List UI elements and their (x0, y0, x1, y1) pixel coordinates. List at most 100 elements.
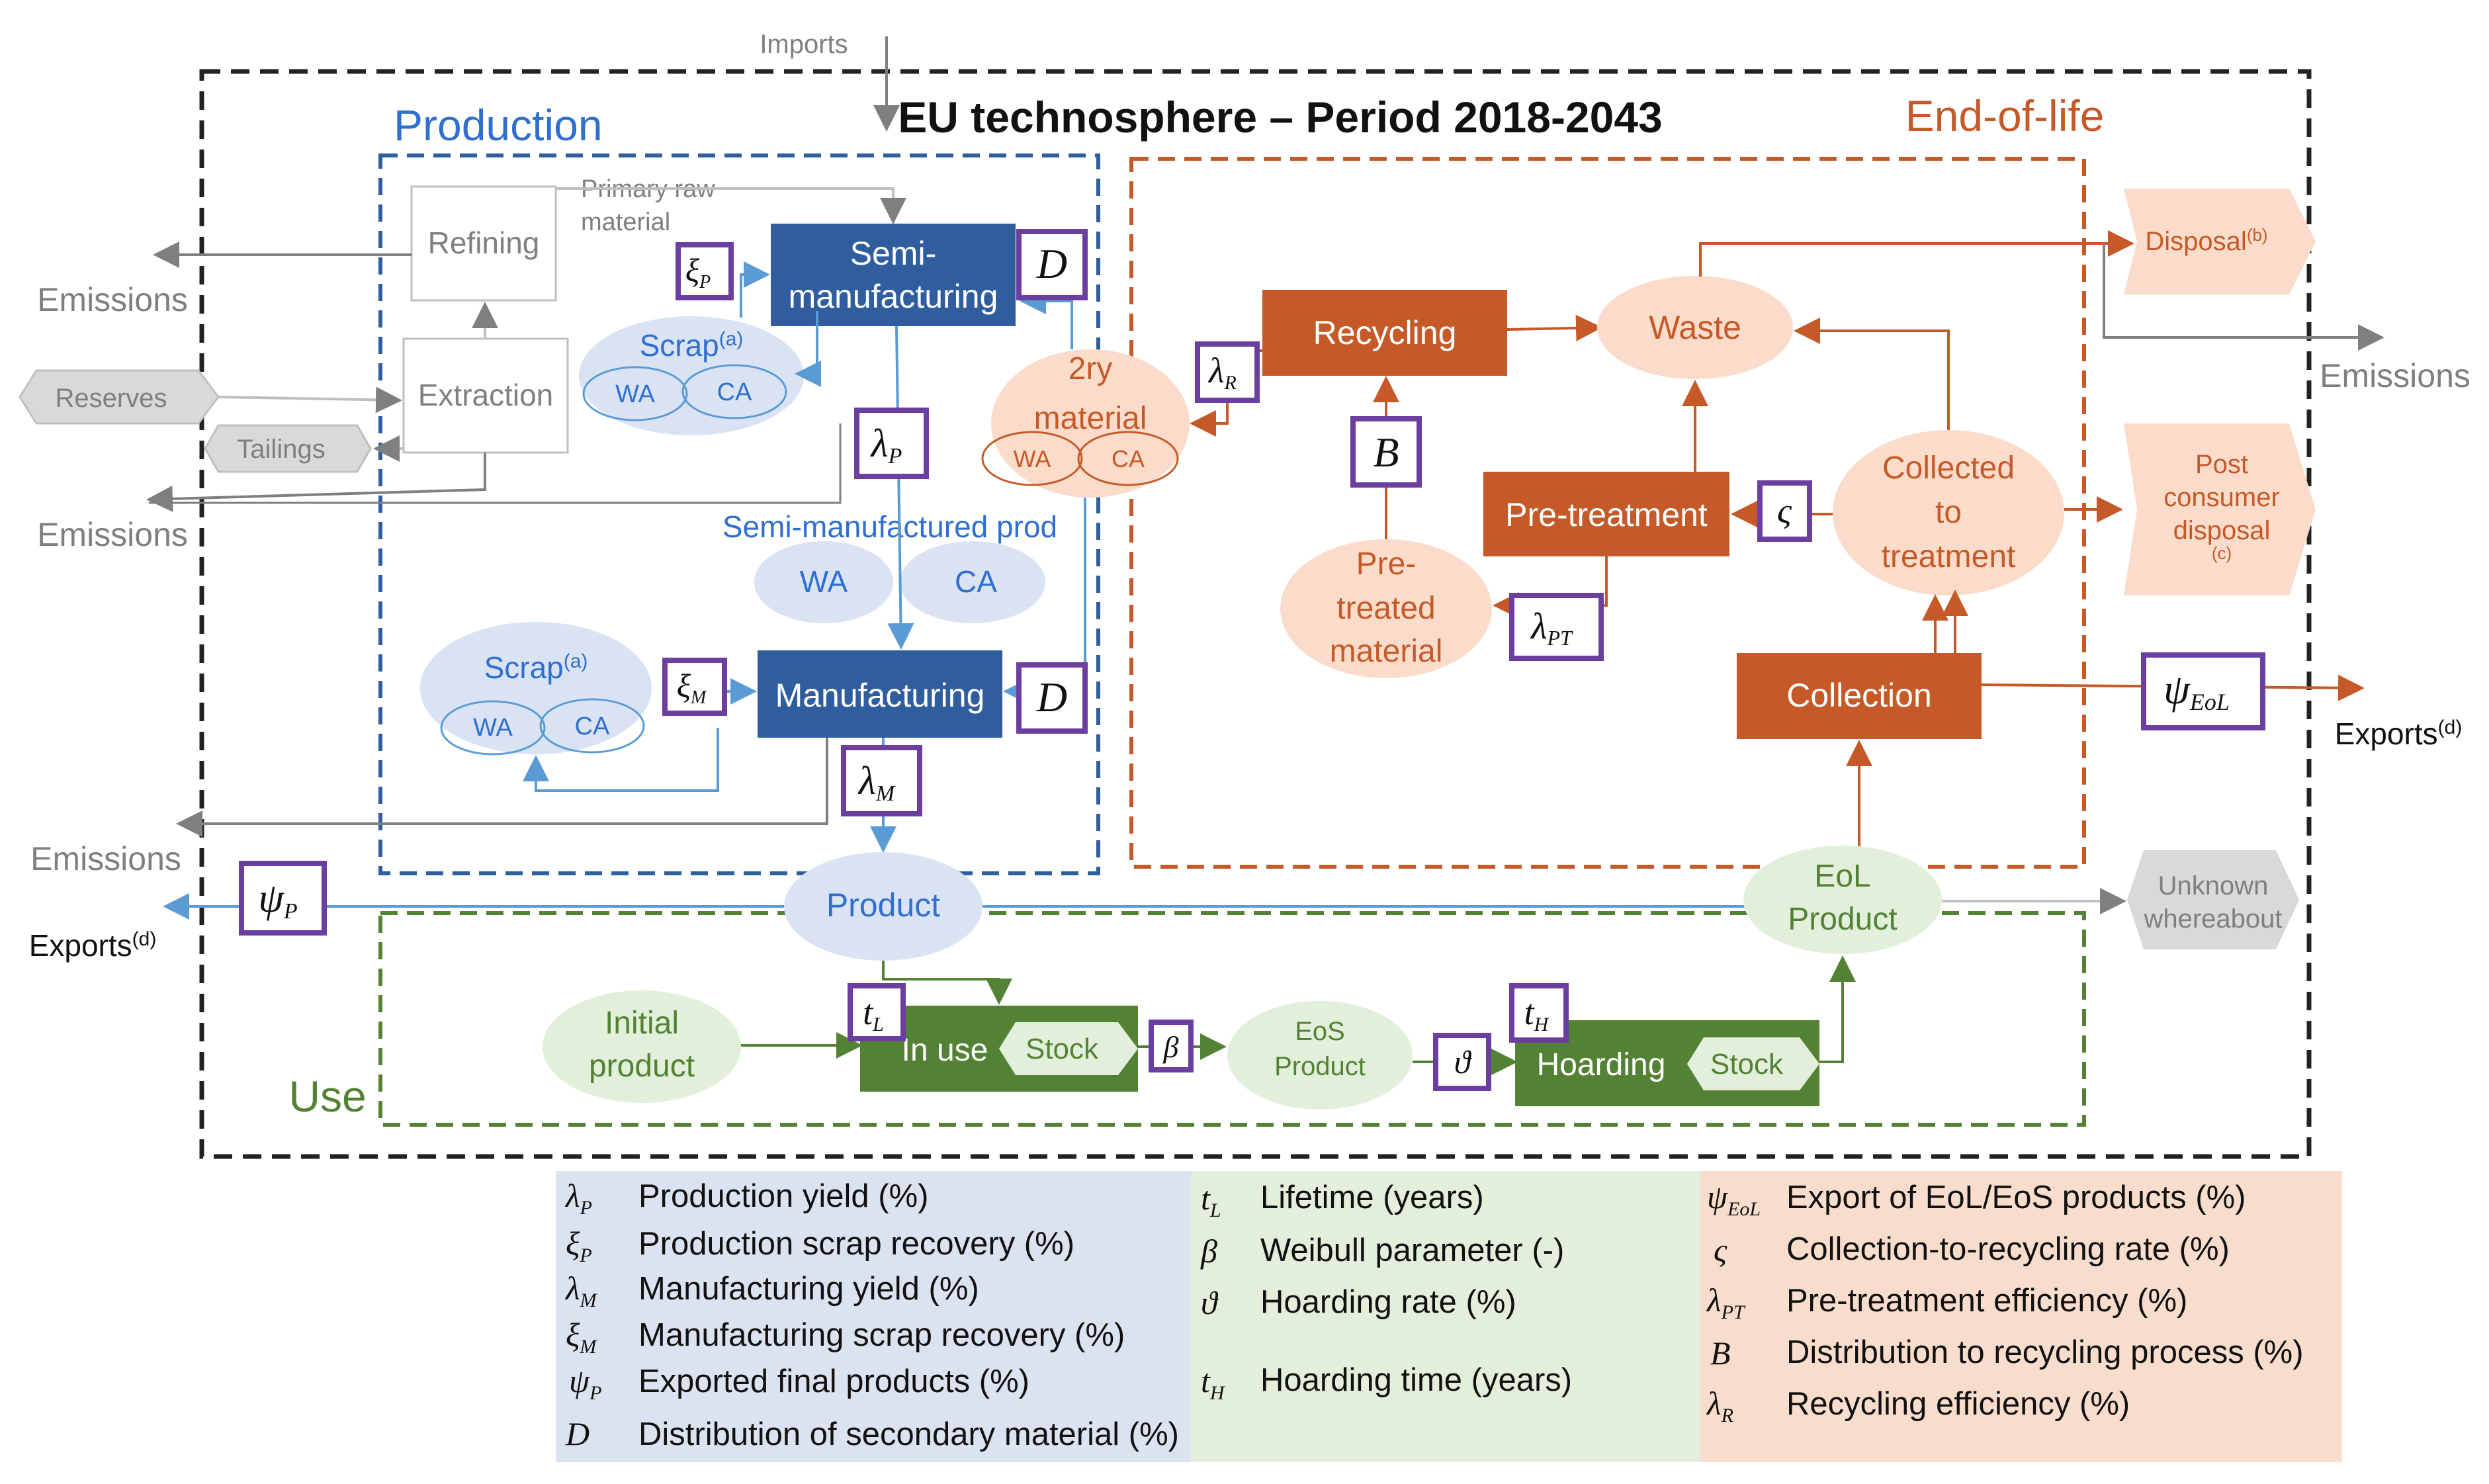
collected-label-3: treatment (1882, 539, 2016, 574)
post-consumer-disposal-shape (2124, 423, 2316, 595)
legend-sym-sigma: ς (1714, 1231, 1727, 1268)
param-lambda-p: λP (854, 408, 929, 479)
pretreatment-label: Pre-treatment (1505, 496, 1708, 533)
secondary-wa-label: WA (1014, 445, 1051, 472)
product-label: Product (826, 887, 940, 924)
legend-text-b: Distribution to recycling process (%) (1786, 1334, 2304, 1370)
legend-sym-lambda-m: λM (566, 1270, 597, 1311)
legend-eol (1700, 1171, 2342, 1462)
legend-text-lambda-pt: Pre-treatment efficiency (%) (1786, 1283, 2188, 1319)
legend-text-t-l: Lifetime (years) (1260, 1180, 1484, 1215)
legend-sym-beta: β (1201, 1233, 1217, 1270)
scrap-to-semi-arrow (740, 261, 770, 318)
initial-product-node (543, 990, 741, 1103)
manufacturing-emissions-arrow (176, 738, 828, 837)
legend-sym-psi-eol: ψEoL (1707, 1178, 1761, 1220)
svg-text:D: D (1036, 240, 1067, 287)
refining-label: Refining (428, 226, 540, 260)
param-sigma: ς (1757, 480, 1812, 542)
in-use-stock-label: Stock (1026, 1033, 1099, 1065)
collected-label-2: to (1935, 495, 1962, 530)
legend-sym-t-l: tL (1201, 1180, 1221, 1221)
legend-sym-theta: ϑ (1201, 1284, 1217, 1321)
pretreated-label-2: treated (1336, 591, 1435, 626)
svg-text:ϑ: ϑ (1454, 1043, 1472, 1080)
collection-label: Collection (1786, 677, 1932, 714)
semi-prod-wa-node (754, 541, 893, 623)
recycling-label: Recycling (1313, 314, 1457, 351)
secondary-ca (1077, 431, 1179, 486)
hoarding-label: Hoarding (1537, 1047, 1666, 1082)
param-lambda-r: λR (1195, 341, 1260, 403)
svg-text:ψP: ψP (258, 876, 297, 924)
primary-raw-label-2: material (581, 208, 670, 236)
param-theta: ϑ (1433, 1033, 1491, 1091)
param-b: B (1350, 416, 1422, 488)
eos-product-label-1: EoS (1295, 1017, 1345, 1046)
production-scrap-label: Scrap(a) (640, 328, 744, 363)
param-xi-m: ξM (662, 658, 727, 716)
secondary-ca-label: CA (1112, 445, 1145, 472)
manufacturing-scrap-ca (539, 698, 645, 754)
emissions-label-3: Emissions (30, 840, 181, 877)
unknown-whereabout-shape (2127, 850, 2299, 949)
production-scrap-ca-label: CA (717, 378, 752, 406)
legend-text-d: Distribution of secondary material (%) (638, 1417, 1179, 1452)
production-section-label: Production (394, 101, 603, 150)
legend-use (1191, 1171, 1700, 1462)
manufacturing-box (758, 650, 1002, 738)
secondary-material-label-1: 2ry (1069, 351, 1113, 386)
reserves-shape (19, 369, 220, 425)
eol-product-node (1743, 846, 1942, 954)
initial-product-label-2: product (589, 1049, 695, 1084)
param-xi-p: ξP (676, 242, 734, 300)
technosphere-boundary (199, 69, 2312, 1159)
secondary-to-semi-arrow (1020, 288, 1073, 349)
eos-product-label-2: Product (1274, 1052, 1366, 1081)
production-boundary (378, 153, 1100, 875)
legend-text-t-h: Hoarding time (years) (1260, 1362, 1573, 1398)
param-lambda-m: λM (841, 745, 922, 816)
semi-prod-wa-label: WA (800, 564, 848, 599)
reserves-to-extraction-arrow (218, 386, 402, 414)
legend-sym-t-h: tH (1201, 1362, 1225, 1404)
emissions-label-1: Emissions (37, 281, 188, 318)
waste-node (1597, 276, 1793, 379)
tailings-shape (204, 424, 372, 473)
emissions-label-2: Emissions (37, 516, 188, 553)
pretreated-label-1: Pre- (1356, 546, 1417, 582)
param-t-h: tH (1509, 983, 1569, 1043)
semi-emissions-line (149, 423, 842, 504)
reserves-label: Reserves (56, 384, 167, 413)
waste-label: Waste (1649, 309, 1741, 346)
disposal-emissions-arrow (2103, 243, 2384, 351)
disposal-shape (2124, 189, 2316, 294)
param-t-l: tL (848, 983, 906, 1041)
pretreated-material-node (1280, 539, 1492, 678)
legend-sym-lambda-p: λP (566, 1177, 592, 1219)
legend-sym-psi-p: ψP (569, 1362, 602, 1404)
post-consumer-label-2: consumer (2163, 483, 2280, 512)
collected-to-waste-arrow (1794, 318, 1950, 430)
param-d-manufacturing: D (1016, 662, 1088, 734)
svg-text:ξM: ξM (677, 667, 707, 708)
waste-to-disposal-arrow (1699, 230, 2134, 277)
svg-text:B: B (1373, 429, 1399, 476)
svg-text:tH: tH (1524, 992, 1550, 1035)
manufacturing-label: Manufacturing (775, 677, 985, 714)
end-of-life-section-label: End-of-life (1905, 91, 2105, 140)
product-to-in-use-arrow (882, 961, 1012, 1005)
hoarding-stock-label: Stock (1710, 1048, 1784, 1080)
legend-text-xi-m: Manufacturing scrap recovery (%) (638, 1317, 1125, 1353)
exports-label-right: Exports(d) (2335, 717, 2463, 751)
end-of-life-boundary (1129, 157, 2086, 869)
recycling-box (1262, 290, 1507, 376)
production-scrap-wa-label: WA (615, 380, 655, 408)
param-psi-p: ψP (239, 861, 327, 936)
use-boundary (378, 911, 2086, 1127)
unknown-label-2: whereabout (2143, 904, 2282, 934)
svg-text:λPT: λPT (1530, 606, 1573, 650)
param-psi-eol: ψEoL (2141, 652, 2265, 730)
semi-manufactured-prod-label: Semi-manufactured prod (722, 509, 1057, 544)
